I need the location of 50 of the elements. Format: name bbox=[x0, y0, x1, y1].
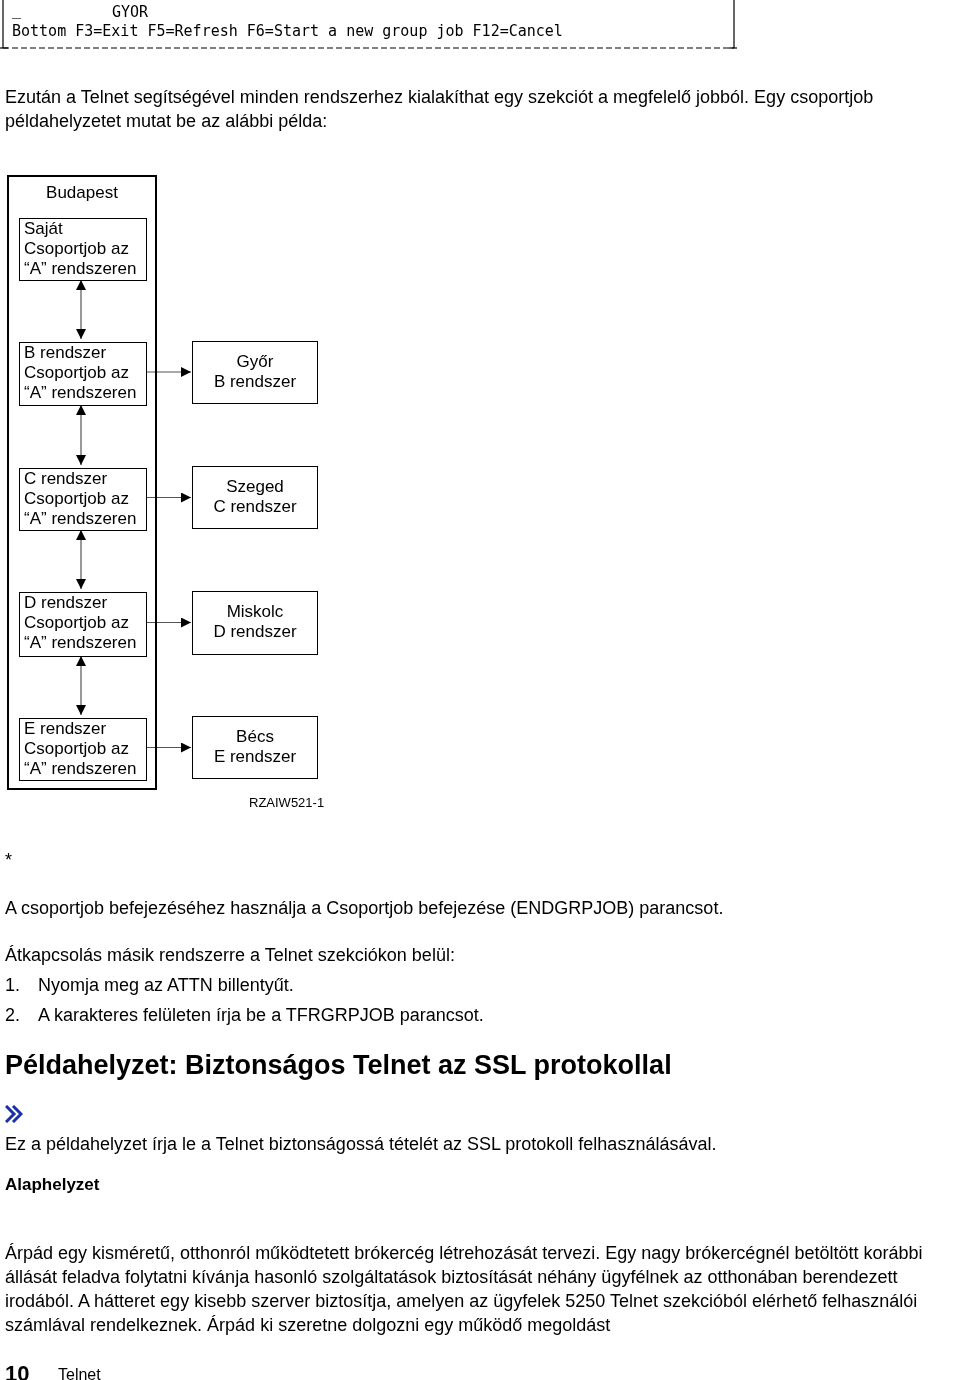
paragraph: Átkapcsolás másik rendszerre a Telnet szekciókon belül: bbox=[5, 944, 456, 967]
job-box bbox=[19, 592, 147, 657]
box-text: Csoportjob az “A” rendszeren bbox=[24, 739, 138, 779]
job-box bbox=[19, 718, 147, 781]
double-arrow bbox=[76, 279, 86, 340]
box-text: Győr bbox=[235, 352, 275, 372]
box-text: Csoportjob az “A” rendszeren bbox=[24, 239, 138, 279]
list-number: 1. bbox=[5, 974, 20, 997]
box-text: D rendszer bbox=[24, 593, 109, 613]
box-text: E rendszer bbox=[212, 747, 298, 767]
list-item: Nyomja meg az ATTN billentyűt. bbox=[38, 974, 295, 997]
group-title: Budapest bbox=[46, 183, 118, 203]
function-key-line: Bottom F3=Exit F5=Refresh F6=Start a new group job F12=Cancel bbox=[12, 21, 563, 41]
job-box bbox=[19, 218, 147, 281]
system-box bbox=[192, 591, 318, 655]
box-text: B rendszer bbox=[212, 372, 298, 392]
paragraph: Ez a példahelyzet írja le a Telnet biztonságossá tételét az SSL protokoll felhasználásával. bbox=[5, 1133, 718, 1156]
double-arrow bbox=[76, 404, 86, 466]
footnote-mark: * bbox=[5, 849, 12, 872]
box-text: Csoportjob az “A” rendszeren bbox=[24, 363, 138, 403]
box-text: Bécs bbox=[235, 727, 275, 747]
figure-id: RZAIW521-1 bbox=[249, 794, 325, 811]
paragraph: Ezután a Telnet segítségével minden rendszerhez kialakíthat egy szekciót a megfelelő jobból. Egy csoportjob példahelyzetet mutat be az alábbi példa: bbox=[5, 86, 875, 133]
cursor-mark: _ bbox=[12, 0, 22, 20]
box-text: Saját bbox=[24, 219, 64, 239]
double-arrow bbox=[76, 655, 86, 716]
double-arrow bbox=[76, 529, 86, 590]
box-text: E rendszer bbox=[24, 719, 108, 739]
list-item: A karakteres felületen írja be a TFRGRPJOB parancsot. bbox=[38, 1004, 485, 1027]
system-box bbox=[192, 341, 318, 404]
list-number: 2. bbox=[5, 1004, 20, 1027]
box-text: Szeged bbox=[225, 477, 285, 497]
paragraph: A csoportjob befejezéséhez használja a Csoportjob befejezése (ENDGRPJOB) parancsot. bbox=[5, 897, 725, 920]
box-text: Csoportjob az “A” rendszeren bbox=[24, 613, 138, 653]
system-box bbox=[192, 716, 318, 779]
subheading: Alaphelyzet bbox=[5, 1174, 100, 1196]
box-text: D rendszer bbox=[212, 622, 298, 642]
running-footer: Telnet bbox=[58, 1364, 101, 1380]
section-heading: Példahelyzet: Biztonságos Telnet az SSL protokollal bbox=[5, 1049, 673, 1082]
system-box bbox=[192, 466, 318, 529]
box-text: C rendszer bbox=[24, 469, 109, 489]
job-box bbox=[19, 468, 147, 531]
screen-text: GYOR bbox=[112, 2, 149, 22]
box-text: Miskolc bbox=[225, 602, 285, 622]
paragraph: Árpád egy kisméretű, otthonról működtetett brókercég létrehozását tervezi. Egy nagy brókercégnél betöltött korábbi állását feladva folytatni kívánja hasonló szolgáltatások biztosítását néhány ügyfélnek az otthonában berendezett irodából. A hátteret egy kisebb szerver biztosítja, amelyen az ügyfelek 5250 Telnet szekcióból elérhető felhasználói számlával rendelkeznek. Árpád ki szeretne dolgozni egy működő megoldást bbox=[5, 1242, 924, 1337]
group-box bbox=[7, 175, 157, 790]
box-text: Csoportjob az “A” rendszeren bbox=[24, 489, 138, 529]
box-text: B rendszer bbox=[24, 343, 108, 363]
box-text: C rendszer bbox=[212, 497, 298, 517]
job-box bbox=[19, 342, 147, 406]
